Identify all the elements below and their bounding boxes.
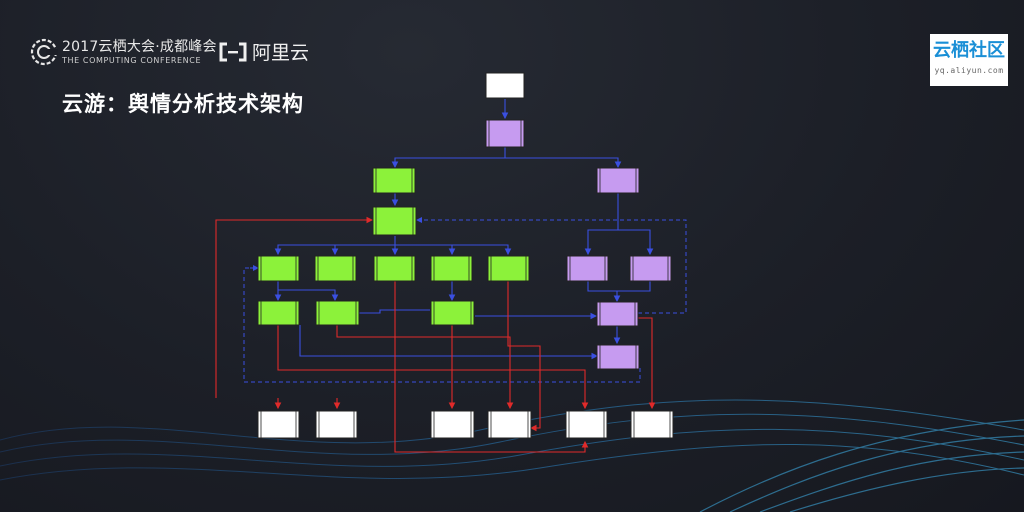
node-pB (596, 167, 640, 194)
conference-title: 2017云栖大会·成都峰会 (62, 38, 217, 55)
yunqi-url: yq.aliyun.com (934, 66, 1004, 75)
conference-logo: 2017云栖大会·成都峰会 THE COMPUTING CONFERENCE (30, 38, 217, 66)
node-p2 (566, 255, 609, 282)
node-g6 (257, 300, 300, 326)
node-w2 (315, 410, 358, 439)
node-p5 (596, 344, 640, 370)
aliyun-icon (219, 42, 247, 61)
node-g1 (257, 255, 300, 282)
node-p1 (485, 119, 525, 148)
conference-subtitle: THE COMPUTING CONFERENCE (62, 55, 202, 65)
node-g3 (373, 255, 416, 282)
node-p4 (596, 301, 639, 327)
node-top (485, 72, 525, 99)
node-w3 (430, 410, 475, 439)
node-g5 (487, 255, 530, 282)
yunqi-name: 云栖社区 (933, 40, 1005, 61)
wave-decoration (0, 399, 1024, 512)
node-w4 (487, 410, 532, 439)
node-g4 (430, 255, 473, 282)
red-connectors (215, 216, 656, 453)
dashed-feedback (243, 217, 687, 383)
node-gC (372, 206, 417, 236)
aliyun-brand: 阿里云 (252, 42, 310, 64)
node-g2 (314, 255, 357, 282)
node-g8 (430, 300, 475, 326)
conference-icon (30, 38, 58, 66)
node-g7 (315, 300, 360, 326)
node-w6 (630, 410, 674, 439)
node-gA (372, 167, 416, 194)
node-p3 (629, 255, 672, 282)
node-w1 (257, 410, 300, 439)
page-title: 云游：舆情分析技术架构 (62, 92, 304, 116)
yunqi-badge: 云栖社区 yq.aliyun.com (930, 34, 1008, 86)
blue-connectors (250, 99, 654, 360)
aliyun-logo: 阿里云 (218, 38, 309, 65)
node-w5 (565, 410, 608, 439)
